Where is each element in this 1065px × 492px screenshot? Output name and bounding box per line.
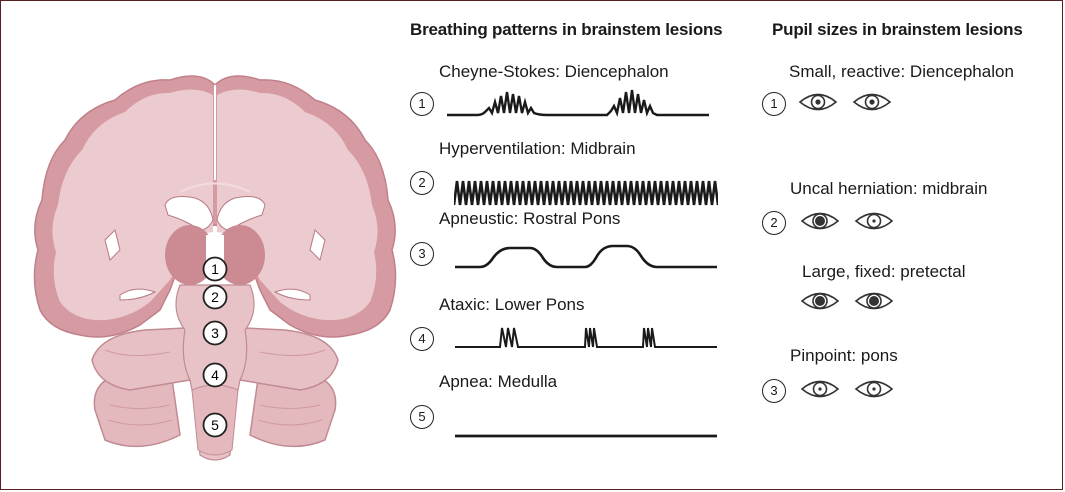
svg-text:3: 3 <box>211 325 219 341</box>
eye-pinpoint-pupil-icon <box>854 212 894 230</box>
eye-small-pupil-icon <box>798 93 838 111</box>
svg-text:1: 1 <box>211 261 219 277</box>
breathing-label-5: Apnea: Medulla <box>439 372 558 391</box>
svg-text:4: 4 <box>211 367 219 383</box>
eye-large-pupil-icon <box>800 212 840 230</box>
breathing-label-1: Cheyne-Stokes: Diencephalon <box>439 62 669 81</box>
breathing-label-4: Ataxic: Lower Pons <box>439 295 585 314</box>
pupil-number-2: 2 <box>762 211 786 235</box>
breathing-number-2: 2 <box>410 171 434 195</box>
breathing-number-3: 3 <box>410 242 434 266</box>
pupil-number-1: 1 <box>762 92 786 116</box>
brain-coronal-section-illustration: 1 2 3 4 5 <box>33 75 397 461</box>
breathing-section-title: Breathing patterns in brainstem lesions <box>410 20 723 39</box>
breathing-number-4: 4 <box>410 327 434 351</box>
pupil-label-4: Pinpoint: pons <box>790 346 898 365</box>
brain-marker-5: 5 <box>202 412 228 438</box>
pupil-label-3: Large, fixed: pretectal <box>802 262 966 281</box>
breathing-label-3: Apneustic: Rostral Pons <box>439 209 621 228</box>
brain-marker-1: 1 <box>202 256 228 282</box>
cheyne-stokes-waveform <box>447 89 709 118</box>
breathing-number-1: 1 <box>410 92 434 116</box>
apnea-flat-line <box>455 434 717 438</box>
eye-pinpoint-pupil-icon <box>800 380 840 398</box>
brain-marker-3: 3 <box>202 320 228 346</box>
breathing-label-2: Hyperventilation: Midbrain <box>439 139 636 158</box>
brain-marker-2: 2 <box>202 284 228 310</box>
eye-small-pupil-icon <box>852 93 892 111</box>
apneustic-waveform <box>455 244 717 269</box>
svg-text:5: 5 <box>211 417 219 433</box>
eye-large-pupil-icon <box>800 292 840 310</box>
svg-text:2: 2 <box>211 289 219 305</box>
eye-pinpoint-pupil-icon <box>854 380 894 398</box>
pupil-number-3: 3 <box>762 379 786 403</box>
eye-large-pupil-icon <box>854 292 894 310</box>
brain-marker-4: 4 <box>202 362 228 388</box>
pupil-section-title: Pupil sizes in brainstem lesions <box>772 20 1023 39</box>
pupil-label-2: Uncal herniation: midbrain <box>790 179 988 198</box>
pupil-label-1: Small, reactive: Diencephalon <box>789 62 1014 81</box>
breathing-number-5: 5 <box>410 405 434 429</box>
ataxic-waveform <box>455 327 717 348</box>
hyperventilation-waveform <box>454 180 718 206</box>
